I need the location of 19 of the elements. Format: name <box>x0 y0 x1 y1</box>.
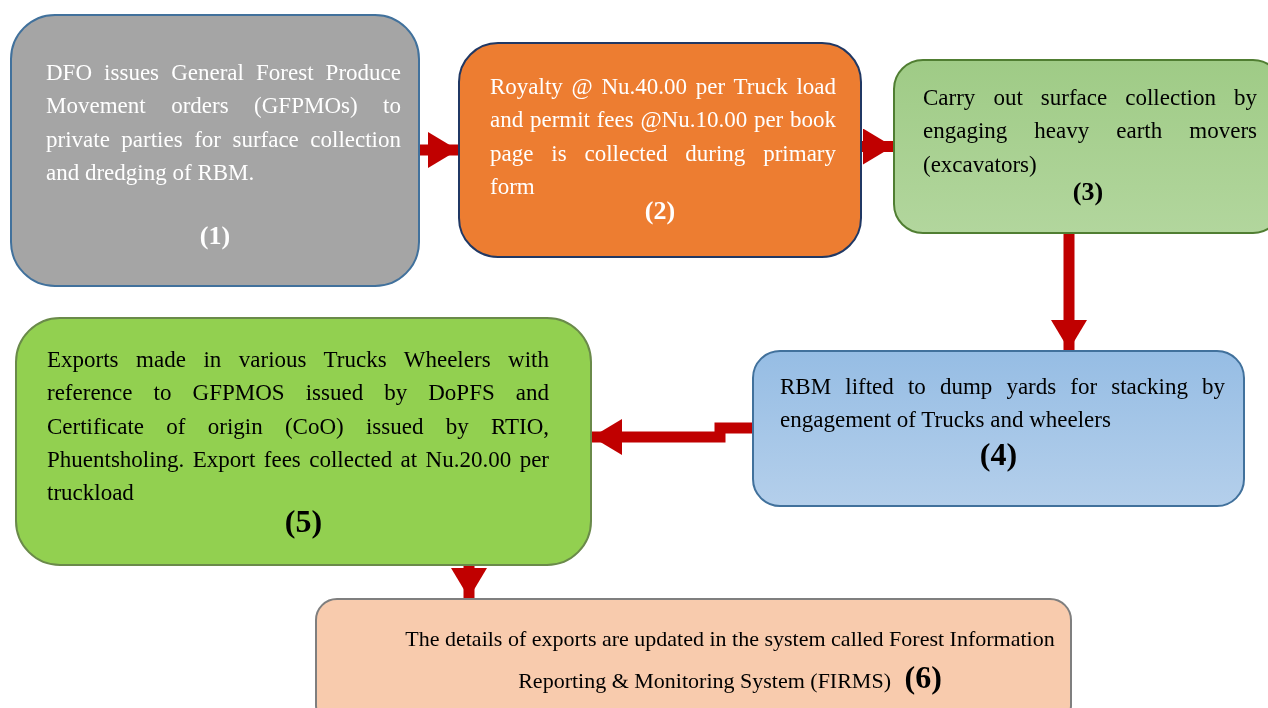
process-box <box>315 598 1072 708</box>
step-text: RBM lifted to dump yards for stacking by engagement of Trucks and wheelers <box>780 373 1225 435</box>
step-text: DFO issues General Forest Produce Movement orders (GFPMOs) to private parties for surface collection and dredging of RBM. <box>46 59 401 188</box>
arrow <box>1051 234 1087 350</box>
step-number: (1) <box>198 221 232 251</box>
process-box <box>893 59 1268 234</box>
arrow <box>451 566 487 598</box>
step-text: The details of exports are updated in the system called Forest Information Reporting & Monitoring System (FIRMS) (6) <box>404 625 1056 697</box>
step-text: Carry out surface collection by engaging heavy earth movers (excavators) <box>923 84 1257 179</box>
process-box <box>458 42 862 258</box>
arrow <box>420 132 458 168</box>
arrow <box>592 419 752 455</box>
process-box <box>752 350 1245 507</box>
step-number: (4) <box>978 436 1019 473</box>
arrow <box>862 128 893 165</box>
step-number: (3) <box>1071 177 1105 207</box>
process-box <box>15 317 592 566</box>
step-number: (6) <box>904 658 942 695</box>
process-box <box>10 14 420 287</box>
